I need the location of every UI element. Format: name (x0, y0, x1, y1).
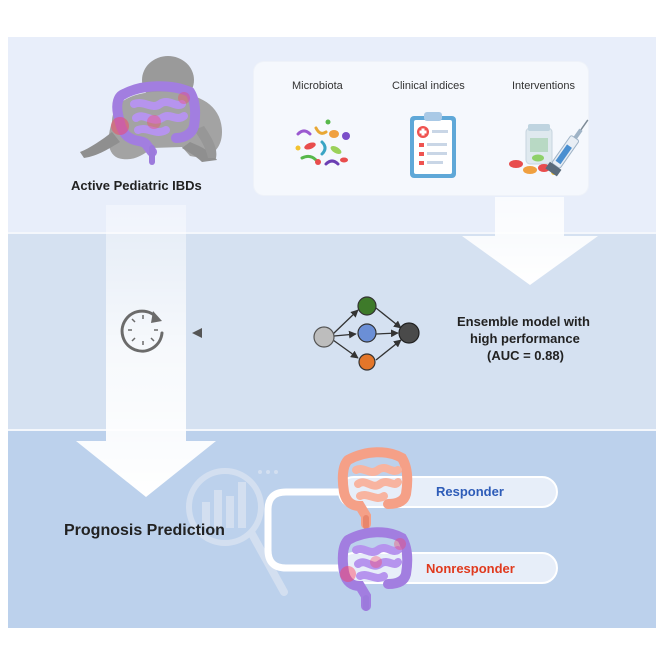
input-node (313, 326, 335, 348)
input-label-interventions: Interventions (512, 80, 575, 92)
iteration-cycle-icon (120, 309, 164, 353)
microbiota-icon (295, 119, 350, 166)
healthy-intestine-icon (337, 447, 413, 529)
input-label-microbiota: Microbiota (292, 80, 343, 92)
panel-divider (8, 429, 656, 431)
inflamed-intestine-icon (337, 527, 413, 611)
panel-divider (8, 232, 656, 234)
nonresponder-label: Nonresponder (426, 561, 515, 576)
model-label-line2: high performance (470, 331, 580, 346)
output-label: Prognosis Prediction (64, 522, 225, 539)
responder-pill (338, 476, 558, 508)
clipboard-icon (410, 112, 456, 178)
input-label-clinical-indices: Clinical indices (392, 80, 465, 92)
model-node-orange (358, 353, 376, 371)
branch-connector (264, 488, 366, 572)
ensemble-network-diagram (313, 296, 420, 371)
model-node-green (357, 296, 377, 316)
output-node (398, 322, 420, 344)
model-label-line3: (AUC = 0.88) (487, 348, 564, 363)
medication-syringe-icon (509, 119, 589, 177)
responder-label: Responder (436, 484, 504, 499)
feedback-arrow (192, 328, 280, 338)
subject-label: Active Pediatric IBDs (71, 178, 202, 193)
baby-with-intestine-illustration (80, 56, 222, 165)
model-label-line1: Ensemble model with (457, 314, 590, 329)
model-node-blue (357, 323, 377, 343)
